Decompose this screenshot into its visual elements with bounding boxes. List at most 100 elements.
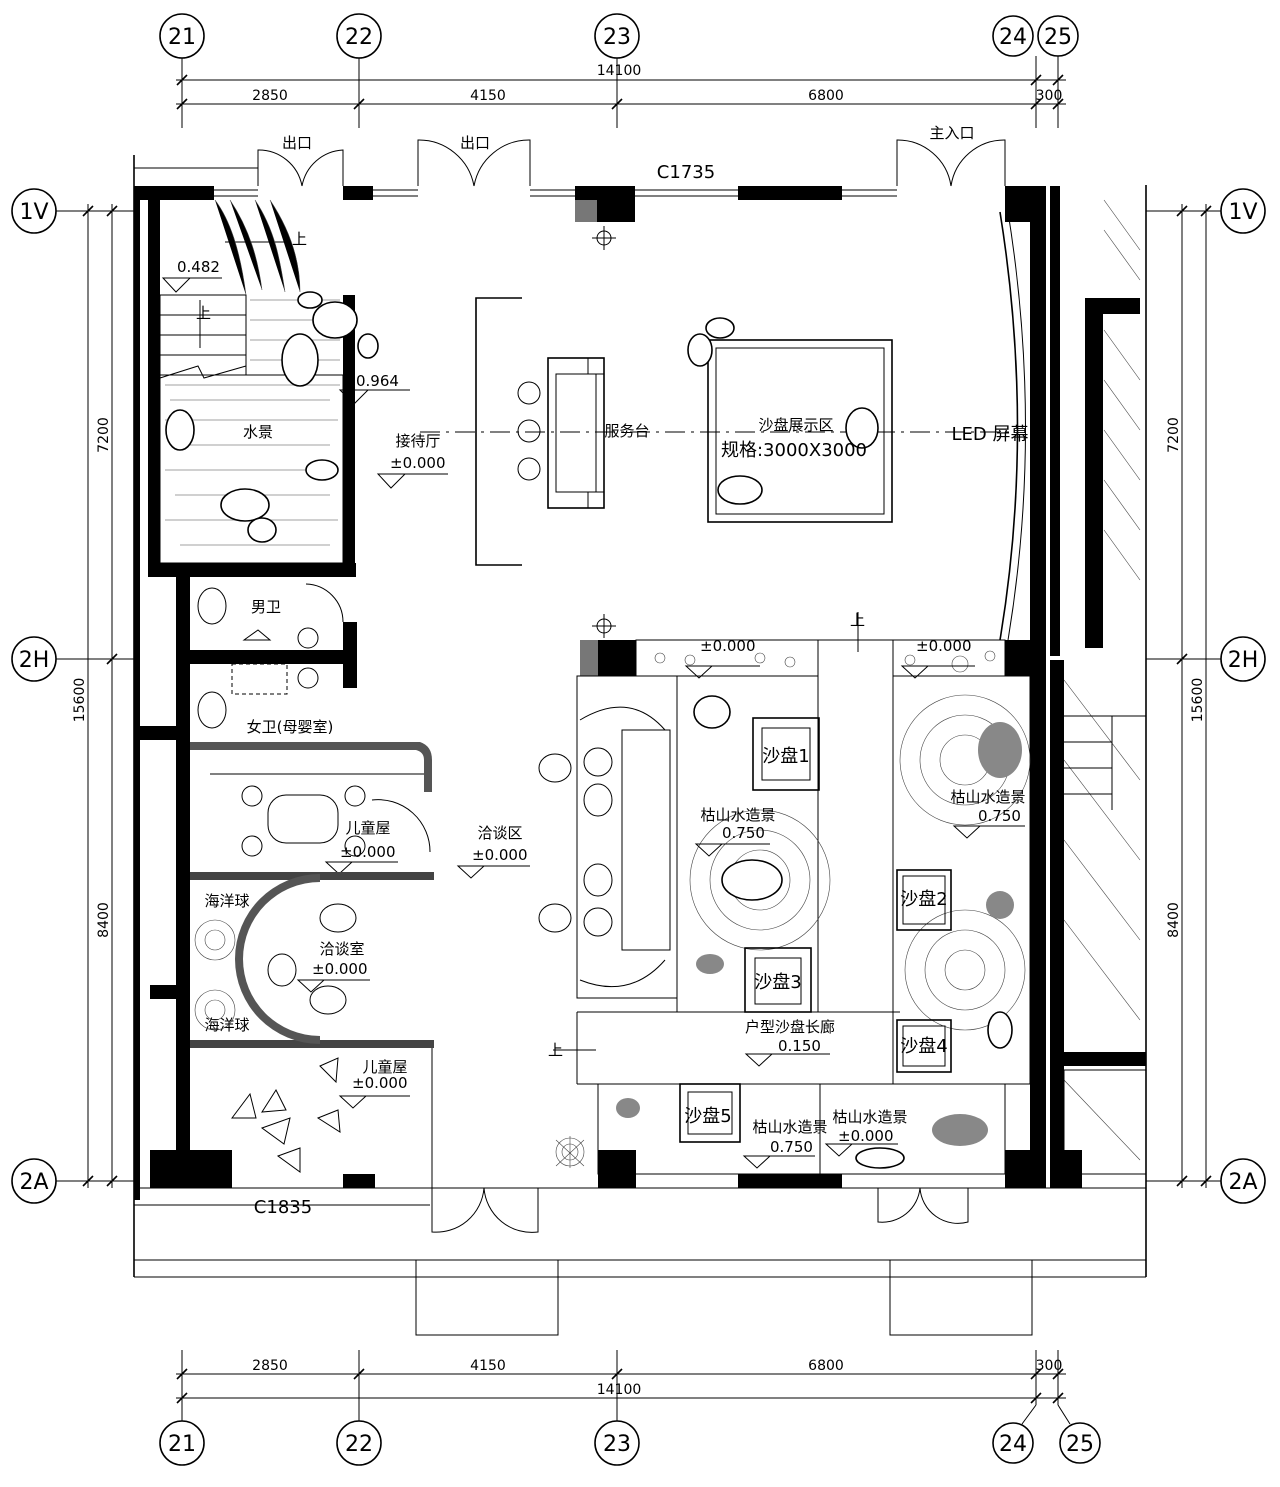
dim-segment: 2850 <box>252 88 288 104</box>
axis-label: 21 <box>168 25 196 50</box>
room-label-sand-table-area: 沙盘展示区 <box>758 416 833 434</box>
sand-table-label: 沙盘4 <box>900 1036 947 1057</box>
elevation-label: ±0.000 <box>472 846 528 864</box>
dry-gardens: 沙盘1 沙盘2 沙盘3 沙盘4 沙盘5 枯山水造景 0.750 枯山水造景 0.… <box>597 675 1031 1175</box>
axis-label: 21 <box>168 1432 196 1457</box>
dim-total-right: 15600 <box>1190 678 1206 723</box>
door-main-entrance <box>896 139 1006 187</box>
dimension-bottom: 2850 4150 6800 300 14100 <box>176 1358 1066 1404</box>
elevation-label: 0.750 <box>722 824 765 842</box>
dim-segment: 6800 <box>808 88 844 104</box>
sand-table-label: 沙盘3 <box>754 972 801 993</box>
dim-segment: 7200 <box>1166 417 1182 453</box>
dim-segment: 4150 <box>470 1358 506 1374</box>
dimension-right: 7200 8400 15600 <box>1166 204 1212 1188</box>
axis-bubbles-bottom: 21 22 23 24 25 <box>159 1420 1101 1466</box>
axis-label: 24 <box>999 1432 1027 1457</box>
dim-segment: 6800 <box>808 1358 844 1374</box>
room-label-dry-garden: 枯山水造景 <box>700 806 775 824</box>
dim-segment: 300 <box>1036 88 1063 104</box>
room-label-dry-garden: 枯山水造景 <box>752 1118 827 1136</box>
elevation-label: 0.750 <box>978 807 1021 825</box>
elevation-label: 0.482 <box>177 258 220 276</box>
room-label-dry-garden: 枯山水造景 <box>832 1108 907 1126</box>
axis-label: 23 <box>603 1432 631 1457</box>
room-label-negotiation-room: 洽谈室 <box>319 940 364 958</box>
wc-area: 男卫 女卫(母婴室) <box>197 583 344 736</box>
elevation-label: ±0.000 <box>700 637 756 655</box>
up-arrow-label: 上 <box>548 1041 563 1059</box>
door-label: 出口 <box>282 134 312 152</box>
dim-segment: 8400 <box>1166 902 1182 938</box>
door-label: 主入口 <box>929 124 974 142</box>
plant <box>555 1136 585 1168</box>
axis-label: 1V <box>19 200 48 225</box>
door-label: 出口 <box>460 134 490 152</box>
axis-label: 1V <box>1228 200 1257 225</box>
reception: 接待厅 ±0.000 服务台 沙盘展示区 规格:3000X3000 LED 屏幕 <box>376 211 1029 652</box>
room-label-kids-1: 儿童屋 <box>345 819 390 837</box>
water-feature: 上 上 0.482 0.964 水景 <box>159 199 410 564</box>
axis-leaders <box>56 56 1221 1425</box>
room-label-ball-pool-2: 海洋球 <box>204 1016 249 1034</box>
sand-table-label: 沙盘5 <box>684 1106 731 1127</box>
axis-label: 2H <box>19 648 50 673</box>
led-screen-label: LED 屏幕 <box>952 424 1029 445</box>
window-label-bottom: C1835 <box>254 1197 312 1218</box>
right-stair <box>1063 199 1147 1175</box>
elevation-label: ±0.000 <box>340 843 396 861</box>
elevation-label: ±0.000 <box>916 637 972 655</box>
elevation-label: 0.750 <box>770 1138 813 1156</box>
elevation-label: ±0.000 <box>838 1127 894 1145</box>
kids-and-negotiation-rooms: 儿童屋 ±0.000 海洋球 海洋球 洽谈室 ±0.000 儿童屋 ±0.000 <box>190 742 434 1188</box>
axis-label: 2A <box>1228 1170 1257 1195</box>
dim-segment: 2850 <box>252 1358 288 1374</box>
window-label-top: C1735 <box>657 162 715 183</box>
dim-segment: 4150 <box>470 88 506 104</box>
dim-segment: 300 <box>1036 1358 1063 1374</box>
axis-bubbles-left: 1V 2H 2A <box>11 188 57 1204</box>
column-grey <box>575 200 597 222</box>
negotiation-area: 洽谈区 ±0.000 上 <box>456 675 1030 1168</box>
door-bottom-2 <box>877 1187 969 1224</box>
room-label-water: 水景 <box>243 423 273 441</box>
axis-label: 2A <box>19 1170 48 1195</box>
axis-label: 2H <box>1228 648 1259 673</box>
sand-table-label: 沙盘2 <box>900 889 947 910</box>
sand-table-spec: 规格:3000X3000 <box>721 440 867 461</box>
dimension-top: 14100 2850 4150 6800 300 <box>176 63 1066 110</box>
room-label-womens-wc: 女卫(母婴室) <box>247 718 334 736</box>
room-label-ball-pool-1: 海洋球 <box>204 892 249 910</box>
dimension-left: 15600 7200 8400 <box>72 204 118 1188</box>
up-arrow-label: 上 <box>292 230 307 248</box>
room-label-model-gallery: 户型沙盘长廊 <box>745 1018 835 1036</box>
door-bottom-1 <box>431 1187 539 1233</box>
room-label-negotiation-area: 洽谈区 <box>477 824 522 842</box>
door-exit-1 <box>257 149 344 187</box>
axis-label: 22 <box>345 25 373 50</box>
dim-total-bottom: 14100 <box>597 1382 642 1398</box>
elevation-label: 0.150 <box>778 1037 821 1055</box>
axis-bubbles-top: 21 22 23 24 25 <box>159 13 1079 59</box>
dim-segment: 7200 <box>96 417 112 453</box>
axis-label: 25 <box>1066 1432 1094 1457</box>
sand-table-label: 沙盘1 <box>762 746 809 767</box>
window-top <box>214 189 897 197</box>
walls <box>134 186 1146 1200</box>
column-grey <box>580 640 598 676</box>
elevation-label: ±0.000 <box>390 454 446 472</box>
dim-total-left: 15600 <box>72 678 88 723</box>
elevation-label: ±0.000 <box>312 960 368 978</box>
room-label-kids-2: 儿童屋 <box>362 1058 407 1076</box>
elevation-label: 0.964 <box>356 372 399 390</box>
room-label-dry-garden: 枯山水造景 <box>950 788 1025 806</box>
up-arrow-label: 上 <box>196 304 211 322</box>
dim-segment: 8400 <box>96 902 112 938</box>
axis-label: 25 <box>1044 25 1072 50</box>
room-label-reception: 接待厅 <box>395 432 440 450</box>
room-label-service-desk: 服务台 <box>604 422 649 440</box>
room-label-mens-wc: 男卫 <box>251 598 281 616</box>
axis-label: 22 <box>345 1432 373 1457</box>
elevation-label: ±0.000 <box>352 1074 408 1092</box>
